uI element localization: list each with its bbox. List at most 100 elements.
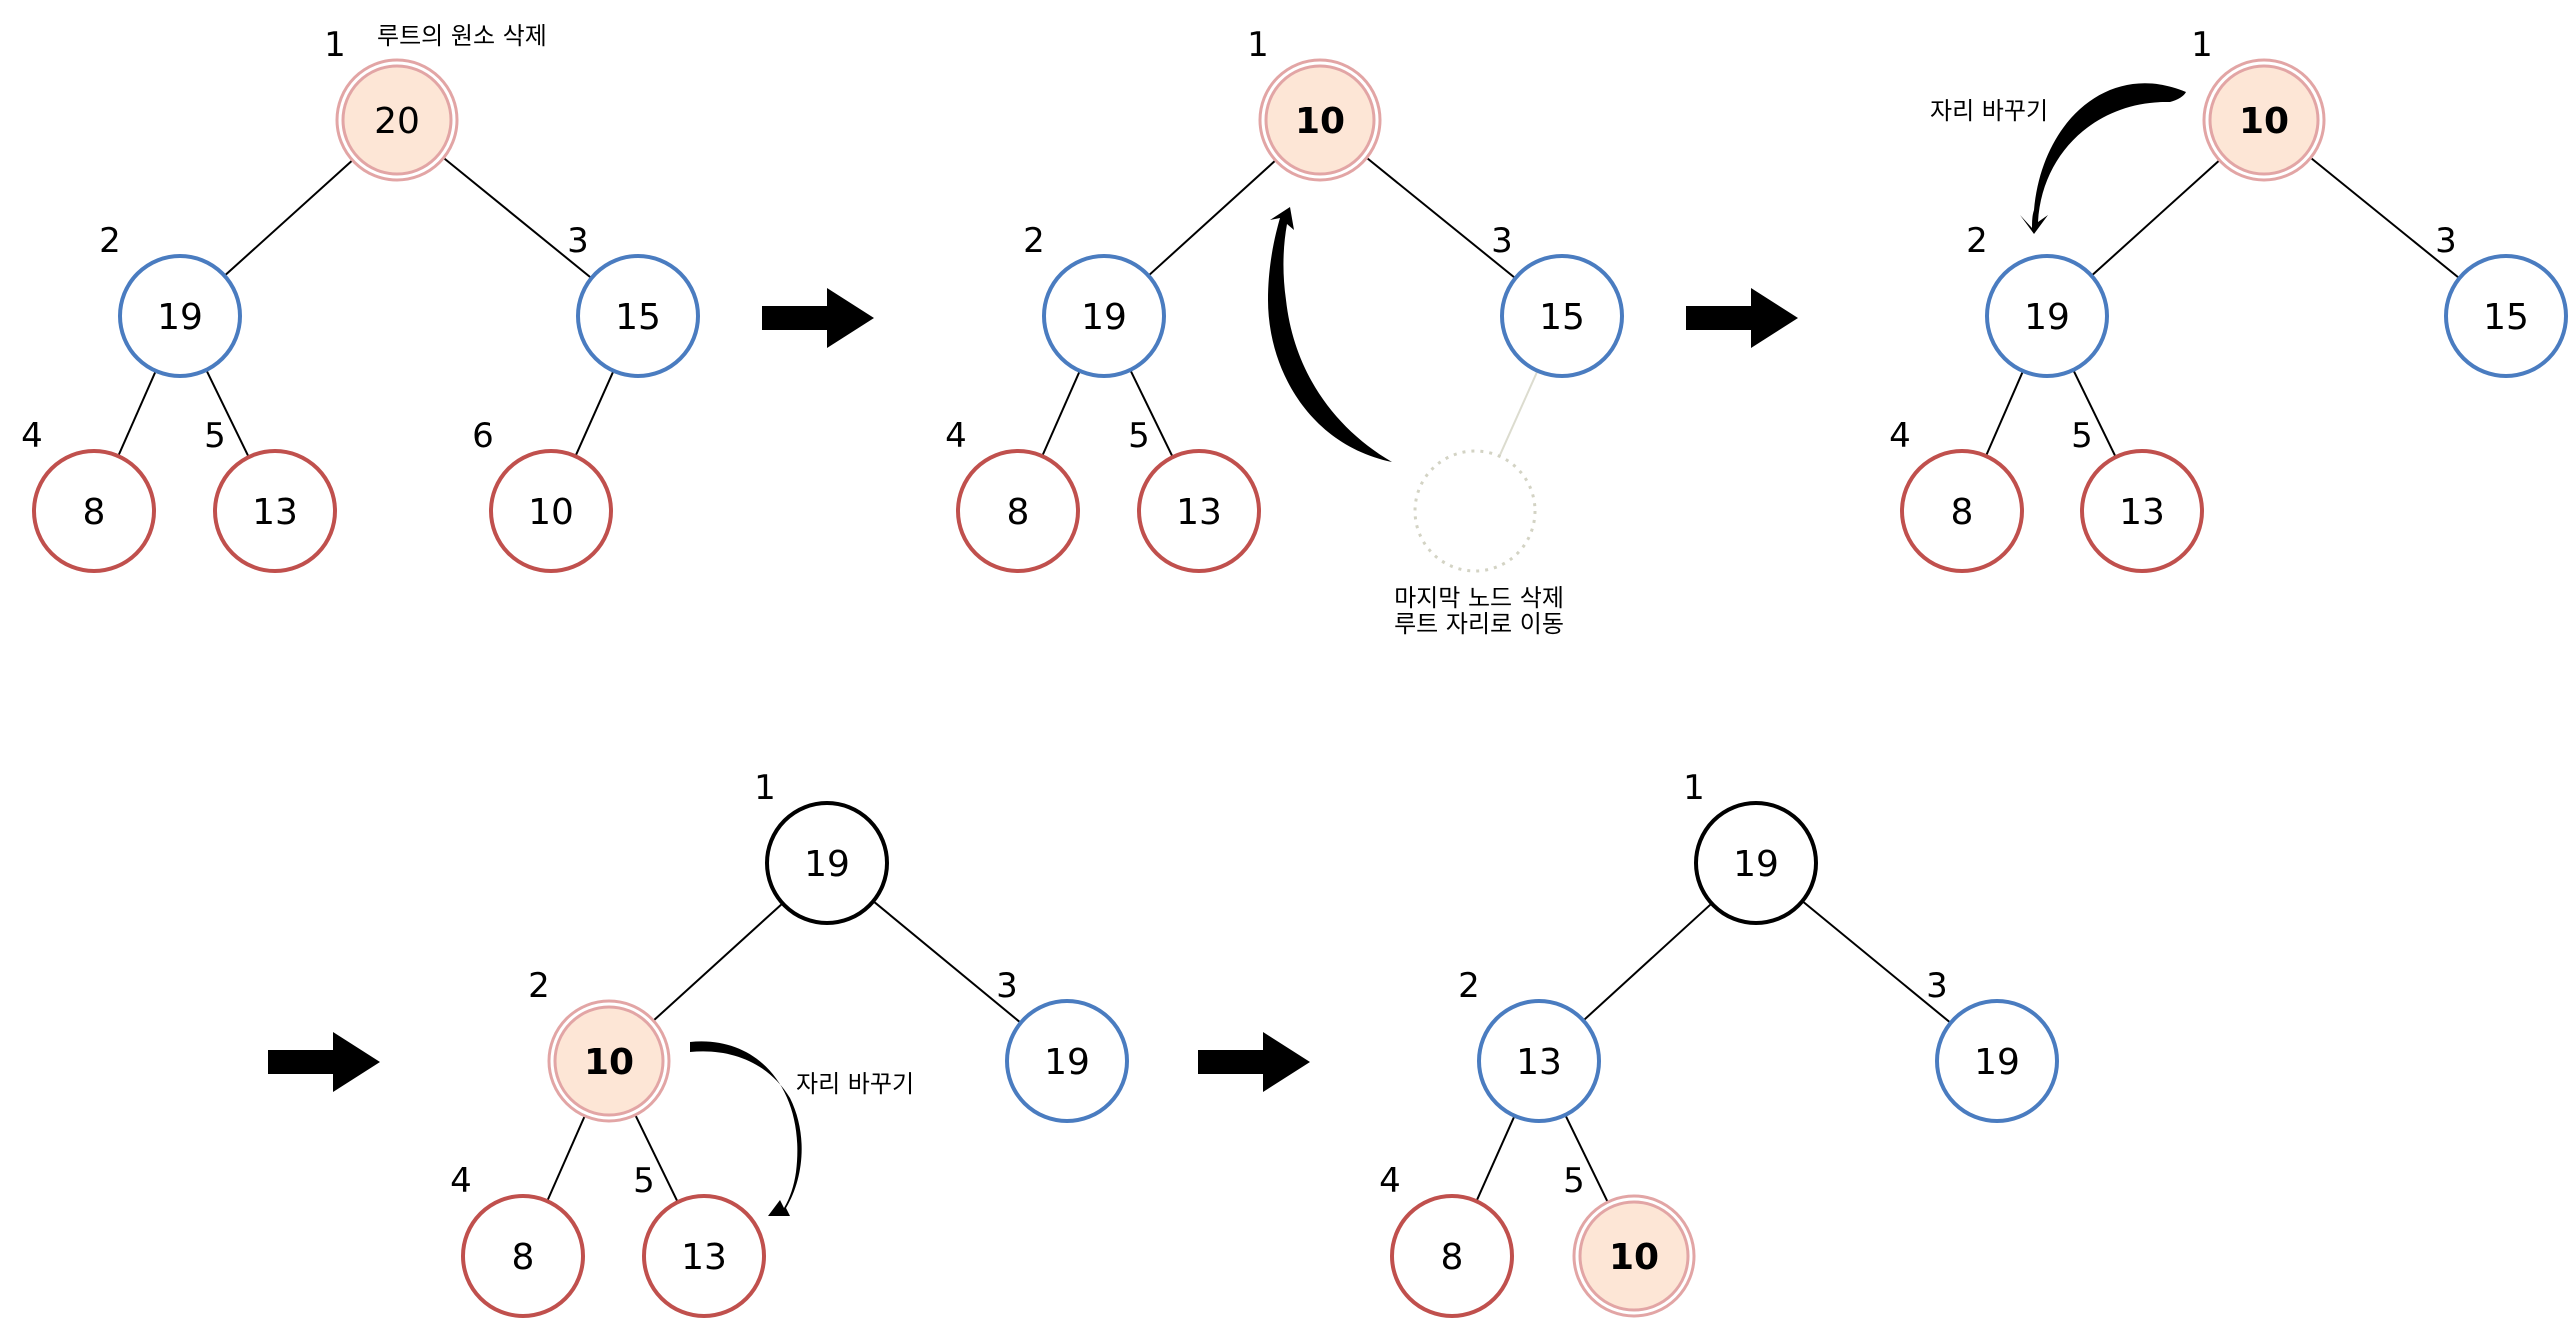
heap-node: 84 <box>945 416 1080 573</box>
heap-node: 193 <box>1926 966 2059 1123</box>
heap-node: 101 <box>2191 25 2326 182</box>
node-index: 4 <box>450 1161 472 1201</box>
node-value: 8 <box>1007 492 1030 533</box>
node-index: 3 <box>1491 221 1513 261</box>
heap-tree-stage-5: 19 1 13 2 193 84 105 <box>1379 768 2059 1318</box>
tree-edge <box>442 157 593 279</box>
node-index: 4 <box>1379 1161 1401 1201</box>
tree-edge <box>1985 370 2024 457</box>
heap-node: 13 5 <box>2071 416 2204 573</box>
node-index: 3 <box>2435 221 2457 261</box>
node-value: 8 <box>1951 492 1974 533</box>
node-value: 19 <box>1733 844 1779 885</box>
heap-tree-stage-2: 10 1 19 2 15 3 84 135 <box>945 25 1624 573</box>
heap-node: 135 <box>1128 416 1261 573</box>
node-value: 10 <box>584 1042 634 1083</box>
tree-edge <box>117 370 157 457</box>
tree-edge <box>1147 159 1277 277</box>
node-index: 3 <box>1926 966 1948 1006</box>
node-index: 5 <box>204 416 226 456</box>
tree-edge <box>634 1114 679 1203</box>
nodes-layer: 2011921538413510610119215384135101192153… <box>21 25 2568 1318</box>
tree-edge <box>1564 1114 1609 1203</box>
tree-edge <box>1475 1115 1516 1202</box>
node-value: 13 <box>1516 1042 1562 1083</box>
node-value: 19 <box>2024 297 2070 338</box>
heap-node: 84 <box>21 416 156 573</box>
heap-tree-stage-1: 20 1 19 2 153 84 135 10 6 <box>21 25 700 573</box>
heap-node: 15 3 <box>1491 221 1624 378</box>
node-value: 13 <box>2119 492 2165 533</box>
node-value: 10 <box>1295 101 1345 142</box>
heap-node: 19 2 <box>99 221 242 378</box>
node-value: 15 <box>1539 297 1585 338</box>
node-index: 2 <box>99 221 121 261</box>
node-value: 10 <box>2239 101 2289 142</box>
node-value: 19 <box>1081 297 1127 338</box>
node-index: 1 <box>324 25 346 65</box>
edges-layer <box>117 156 2461 1203</box>
node-index: 6 <box>472 416 494 456</box>
annotation-text: 자리 바꾸기 <box>796 1070 914 1098</box>
tree-edge <box>1801 900 1952 1024</box>
tree-edge <box>1582 902 1713 1022</box>
swap-arrow-icon <box>2020 83 2186 234</box>
node-index: 2 <box>528 966 550 1006</box>
heap-node: 191 <box>754 768 889 925</box>
node-index: 3 <box>996 966 1018 1006</box>
swap-arrow-icon <box>690 1041 802 1216</box>
node-value: 15 <box>2483 297 2529 338</box>
node-index: 4 <box>21 416 43 456</box>
node-value: 15 <box>615 297 661 338</box>
step-arrow-icon <box>268 1032 380 1092</box>
step-arrow-icon <box>1686 288 1798 348</box>
node-value: 20 <box>374 101 420 142</box>
heap-node: 20 1 <box>324 25 459 182</box>
node-value: 13 <box>681 1237 727 1278</box>
node-index: 5 <box>2071 416 2093 456</box>
node-value: 19 <box>157 297 203 338</box>
heap-node: 19 2 <box>1023 221 1166 378</box>
node-index: 4 <box>1889 416 1911 456</box>
tree-edge <box>1365 156 1517 280</box>
tree-edge <box>205 369 250 458</box>
heap-node: 105 <box>1563 1161 1696 1318</box>
node-index: 1 <box>1247 25 1269 65</box>
heap-node: 10 2 <box>528 966 671 1123</box>
step-arrow-icon <box>762 288 874 348</box>
heap-tree-stage-3: 101 19 2 15 3 84 13 5 <box>1889 25 2568 573</box>
node-index: 2 <box>1023 221 1045 261</box>
node-value: 13 <box>1176 492 1222 533</box>
heap-node: 15 3 <box>2435 221 2568 378</box>
node-value: 8 <box>83 492 106 533</box>
node-value: 10 <box>528 492 574 533</box>
heap-node: 193 <box>996 966 1129 1123</box>
tree-edge <box>1129 369 1174 458</box>
annotation-text: 루트 자리로 이동 <box>1394 610 1564 638</box>
node-index: 2 <box>1458 966 1480 1006</box>
heap-node: 10 6 <box>472 416 613 573</box>
heap-node: 19 1 <box>1683 768 1818 925</box>
tree-edge <box>574 370 615 457</box>
heap-node: 10 1 <box>1247 25 1382 182</box>
tree-edge <box>2072 369 2117 458</box>
node-index: 2 <box>1966 221 1988 261</box>
node-value: 8 <box>1441 1237 1464 1278</box>
tree-edge <box>872 900 1022 1024</box>
tree-edge <box>2090 159 2221 277</box>
tree-edge <box>652 902 784 1022</box>
step-arrow-icon <box>1198 1032 1310 1092</box>
node-index: 1 <box>1683 768 1705 808</box>
tree-edge <box>2309 156 2461 280</box>
annotation-text: 자리 바꾸기 <box>1930 97 2048 125</box>
node-index: 5 <box>633 1161 655 1201</box>
node-index: 5 <box>1563 1161 1585 1201</box>
heap-node: 135 <box>204 416 337 573</box>
heap-node <box>1413 449 1537 573</box>
heap-node: 153 <box>567 221 700 378</box>
heap-node: 84 <box>450 1161 585 1318</box>
node-value: 19 <box>804 844 850 885</box>
